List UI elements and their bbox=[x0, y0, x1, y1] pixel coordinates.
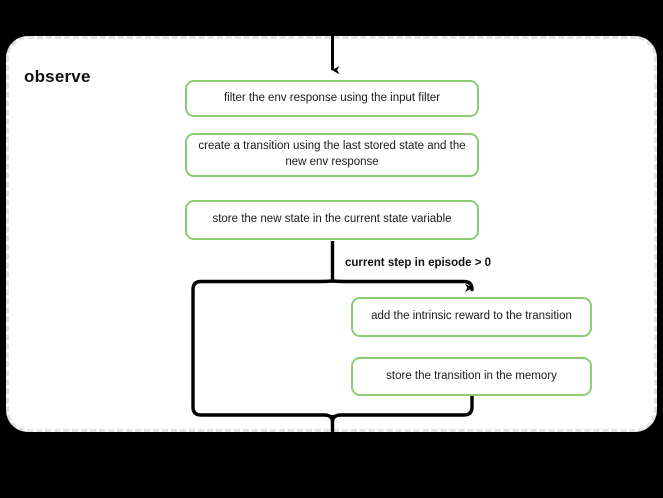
edge-condition-branch bbox=[330, 279, 474, 292]
node-label: store the transition in the memory bbox=[386, 369, 557, 382]
edge-return bbox=[330, 394, 474, 423]
node-label: filter the env response using the input … bbox=[223, 91, 441, 104]
node-filter-env-response[interactable]: filter the env response using the input … bbox=[185, 80, 479, 117]
scope-title: observe bbox=[24, 67, 91, 86]
node-label: create a transition using the last store… bbox=[198, 140, 466, 168]
node-add-intrinsic-reward[interactable]: add the intrinsic reward to the transiti… bbox=[351, 297, 592, 337]
edge-label-condition: current step in episode > 0 bbox=[345, 257, 492, 269]
node-label: add the intrinsic reward to the transiti… bbox=[371, 310, 572, 323]
edge-skip-branch bbox=[191, 279, 335, 423]
node-store-new-state[interactable]: store the new state in the current state… bbox=[185, 200, 479, 240]
node-create-transition[interactable]: create a transition using the last store… bbox=[185, 133, 479, 177]
node-store-transition[interactable]: store the transition in the memory bbox=[351, 357, 592, 396]
node-label: store the new state in the current state… bbox=[212, 213, 452, 226]
